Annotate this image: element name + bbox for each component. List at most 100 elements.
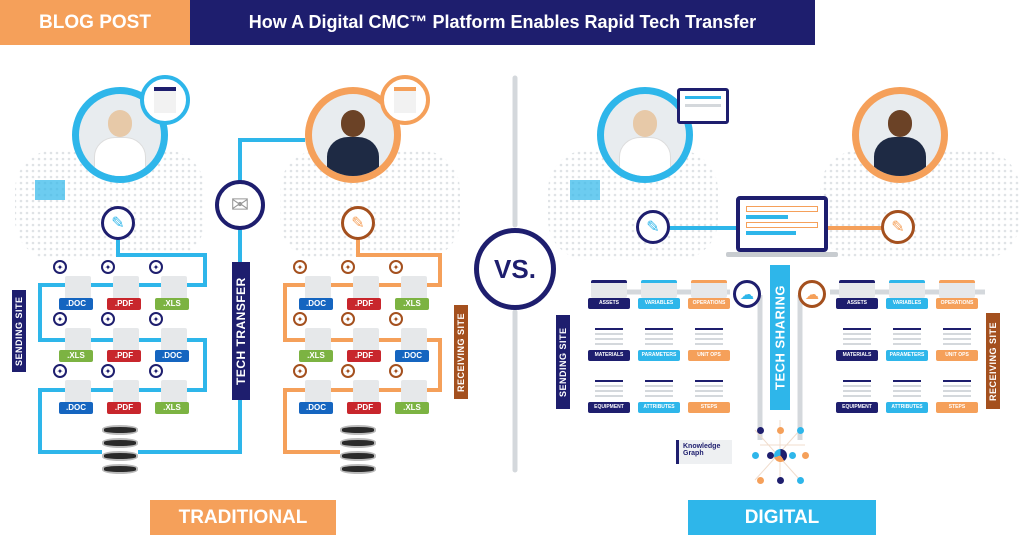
- compass-icon: ✦: [341, 260, 355, 274]
- file-sheet: [113, 380, 139, 406]
- file-type-label: .XLS: [395, 402, 429, 414]
- folder-icon: [889, 280, 925, 298]
- record-line: [595, 328, 623, 330]
- file-sheet: [353, 276, 379, 302]
- pencil-icon: ✎: [341, 206, 375, 240]
- record-line: [843, 385, 871, 387]
- file-icon: .DOC: [395, 328, 429, 362]
- record-line: [595, 343, 623, 345]
- cloud-icon: ☁: [733, 280, 761, 308]
- receiving-site-label: RECEIVING SITE: [986, 313, 1000, 409]
- compass-icon: ✦: [389, 364, 403, 378]
- record-stack: [893, 328, 921, 348]
- graph-node: [777, 477, 784, 484]
- file-type-label: .DOC: [59, 402, 93, 414]
- record-line: [943, 328, 971, 330]
- record-line: [843, 390, 871, 392]
- digital-button: DIGITAL: [688, 500, 876, 535]
- world-map: [15, 150, 1020, 260]
- file-icon: .XLS: [155, 380, 189, 414]
- record-stack: [645, 380, 673, 400]
- file-sheet: [401, 328, 427, 354]
- folder-icon: [591, 280, 627, 298]
- folder-icon: [691, 280, 727, 298]
- compass-icon: ✦: [101, 364, 115, 378]
- database-icon: [102, 425, 138, 474]
- knowledge-graph-label: Knowledge Graph: [676, 440, 732, 464]
- graph-node: [767, 452, 774, 459]
- file-icon: .PDF: [107, 276, 141, 310]
- record-stack: [893, 380, 921, 400]
- pencil-icon: ✎: [101, 206, 135, 240]
- record-line: [645, 343, 673, 345]
- category-label: ATTRIBUTES: [638, 402, 680, 413]
- compass-icon: ✦: [101, 312, 115, 326]
- file-sheet: [353, 328, 379, 354]
- file-type-label: .PDF: [347, 350, 381, 362]
- record-line: [695, 343, 723, 345]
- record-line: [695, 338, 723, 340]
- graph-node: [789, 452, 796, 459]
- record-line: [595, 395, 623, 397]
- laptop-screen-icon: [677, 88, 729, 124]
- record-line: [645, 338, 673, 340]
- file-sheet: [305, 380, 331, 406]
- compass-icon: ✦: [149, 364, 163, 378]
- category-label: PARAMETERS: [886, 350, 928, 361]
- record-line: [943, 343, 971, 345]
- graph-hub: [774, 449, 787, 462]
- file-sheet: [65, 328, 91, 354]
- graph-node: [797, 477, 804, 484]
- file-type-label: .DOC: [299, 298, 333, 310]
- category-label: EQUIPMENT: [588, 402, 630, 413]
- record-line: [893, 395, 921, 397]
- file-type-label: .PDF: [347, 402, 381, 414]
- folder-icon: [641, 280, 677, 298]
- file-sheet: [161, 328, 187, 354]
- compass-icon: ✦: [149, 260, 163, 274]
- file-sheet: [161, 380, 187, 406]
- compass-icon: ✦: [293, 312, 307, 326]
- database-icon: [340, 425, 376, 474]
- category-label: VARIABLES: [886, 298, 928, 309]
- category-label: STEPS: [688, 402, 730, 413]
- compass-icon: ✦: [389, 312, 403, 326]
- tech-transfer-label: TECH TRANSFER: [232, 262, 250, 400]
- file-icon: .PDF: [347, 276, 381, 310]
- compass-icon: ✦: [341, 312, 355, 326]
- file-sheet: [401, 380, 427, 406]
- folder-icon: [839, 280, 875, 298]
- compass-icon: ✦: [53, 312, 67, 326]
- graph-node: [797, 427, 804, 434]
- compass-icon: ✦: [293, 260, 307, 274]
- record-line: [695, 333, 723, 335]
- record-line: [695, 328, 723, 330]
- file-type-label: .DOC: [155, 350, 189, 362]
- file-type-label: .PDF: [107, 402, 141, 414]
- record-line: [595, 390, 623, 392]
- record-stack: [695, 328, 723, 348]
- document-icon: [140, 75, 190, 125]
- record-stack: [943, 380, 971, 400]
- record-line: [893, 385, 921, 387]
- record-line: [843, 380, 871, 382]
- record-line: [893, 343, 921, 345]
- laptop-base: [726, 252, 838, 257]
- record-line: [893, 328, 921, 330]
- file-type-label: .PDF: [347, 298, 381, 310]
- file-type-label: .DOC: [299, 402, 333, 414]
- compass-icon: ✦: [293, 364, 307, 378]
- envelope-icon: ✉: [215, 180, 265, 230]
- record-stack: [645, 328, 673, 348]
- cloud-icon: ☁: [798, 280, 826, 308]
- page-title: How A Digital CMC™ Platform Enables Rapi…: [190, 0, 815, 45]
- file-icon: .DOC: [59, 276, 93, 310]
- file-icon: .DOC: [299, 380, 333, 414]
- file-icon: .DOC: [299, 276, 333, 310]
- laptop-icon: [736, 196, 828, 252]
- file-icon: .DOC: [59, 380, 93, 414]
- record-line: [843, 395, 871, 397]
- file-icon: .XLS: [59, 328, 93, 362]
- graph-node: [757, 427, 764, 434]
